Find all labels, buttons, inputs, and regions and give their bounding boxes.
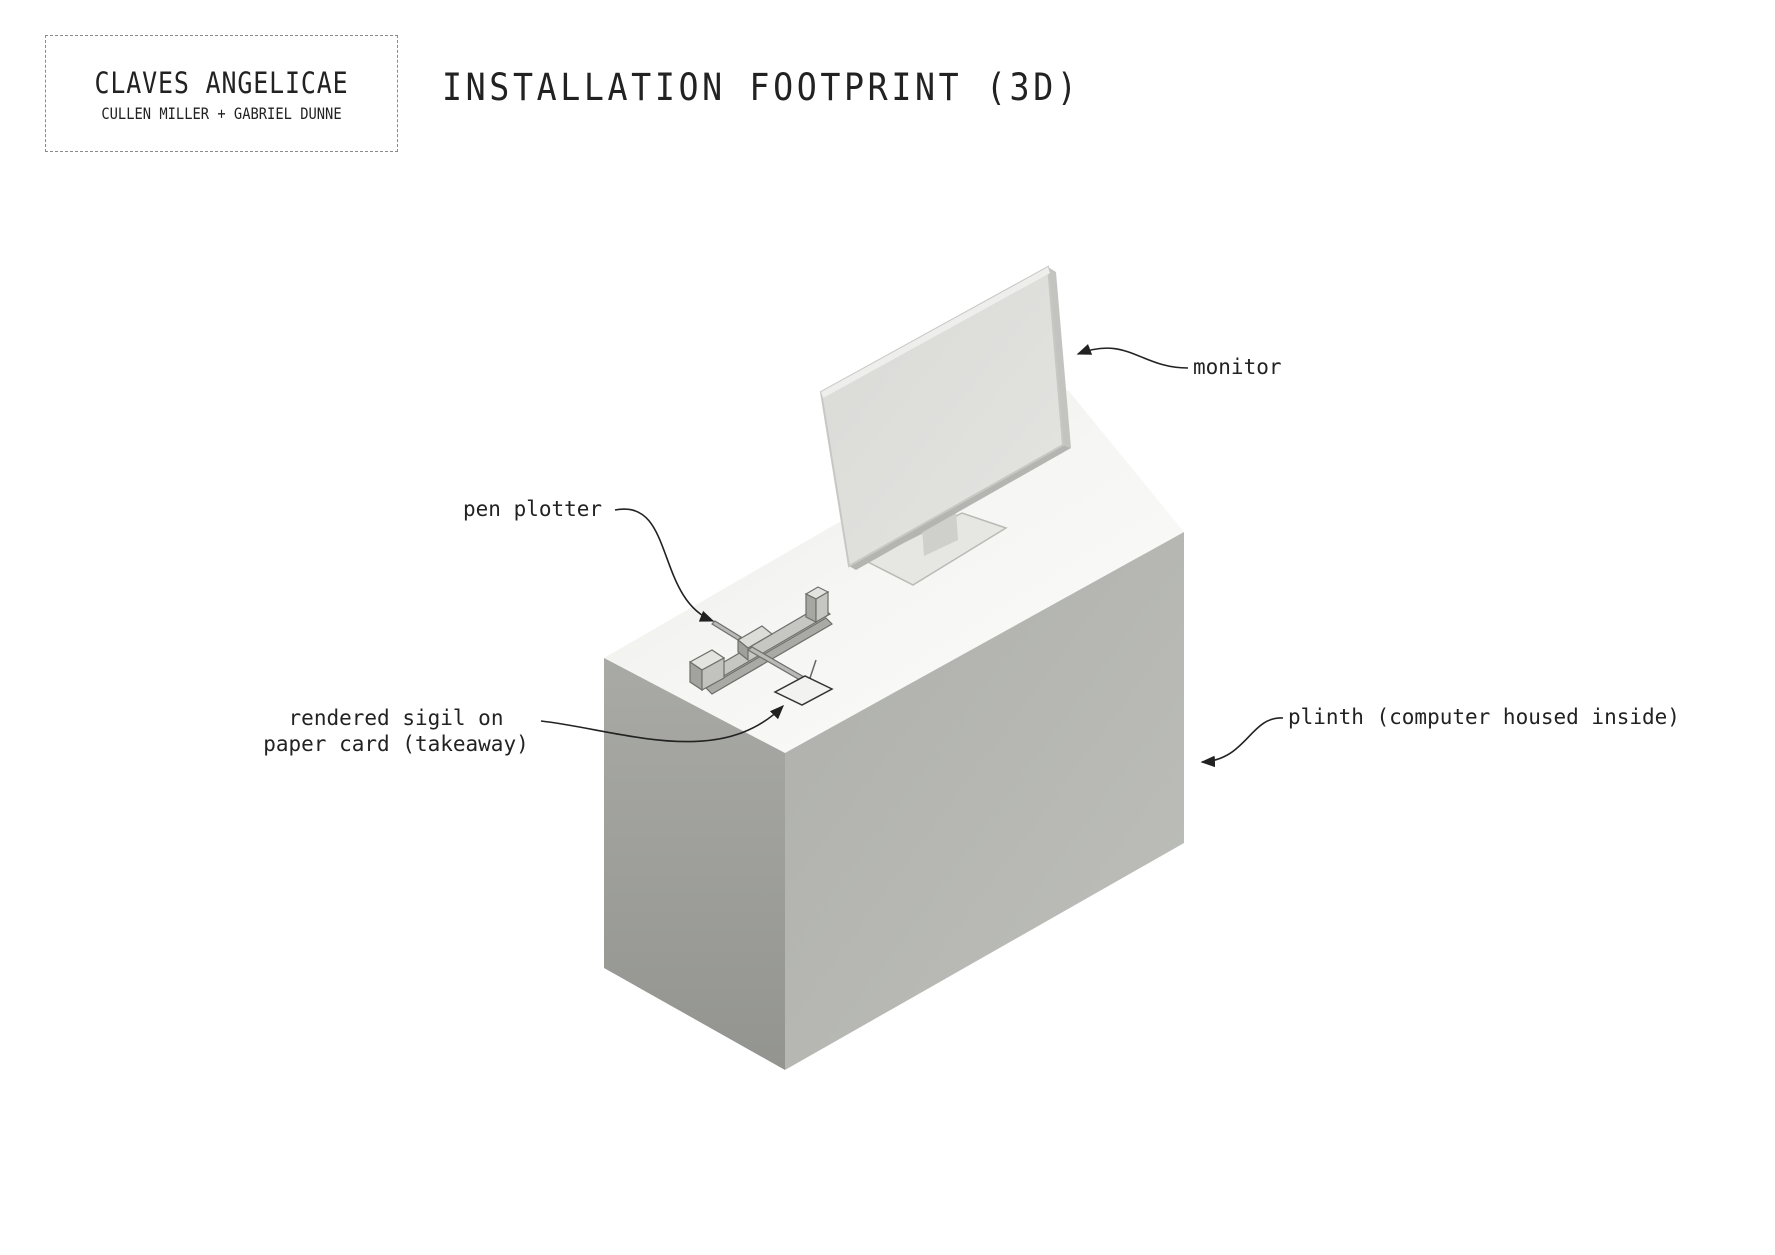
title-block: CLAVES ANGELICAE CULLEN MILLER + GABRIEL…	[45, 35, 398, 152]
plotter-arm	[711, 620, 742, 641]
sheet-title: INSTALLATION FOOTPRINT (3D)	[442, 66, 1081, 109]
label-monitor: monitor	[1193, 355, 1282, 379]
monitor-screen	[819, 265, 1065, 568]
plinth-right-face	[785, 532, 1184, 1070]
label-pen-plotter: pen plotter	[463, 497, 603, 521]
monitor-bottom-edge	[849, 445, 1071, 570]
label-plinth: plinth (computer housed inside)	[1288, 705, 1680, 729]
plotter-motor-right	[815, 590, 829, 624]
label-sigil: rendered sigil on paper card (takeaway)	[251, 705, 541, 757]
monitor	[819, 265, 1071, 586]
plotter-rail	[705, 617, 833, 695]
leader-pen-plotter	[614, 508, 715, 622]
pen-plotter	[688, 586, 833, 701]
leader-plinth	[1200, 717, 1284, 768]
paper-card	[773, 675, 834, 706]
monitor-bezel-top	[821, 267, 1050, 398]
project-title: CLAVES ANGELICAE	[94, 66, 349, 100]
plotter-motor-left	[701, 656, 725, 692]
plotter-motor-right	[805, 593, 817, 623]
label-sigil-line1: rendered sigil on	[288, 706, 504, 730]
plinth-left-face	[604, 658, 785, 1070]
project-authors: CULLEN MILLER + GABRIEL DUNNE	[101, 104, 342, 123]
leader-sigil	[540, 704, 785, 743]
label-sigil-line2: paper card (takeaway)	[263, 732, 529, 756]
monitor-side	[1048, 267, 1071, 448]
leader-monitor	[1076, 344, 1189, 369]
plotter-carriage	[737, 638, 749, 662]
